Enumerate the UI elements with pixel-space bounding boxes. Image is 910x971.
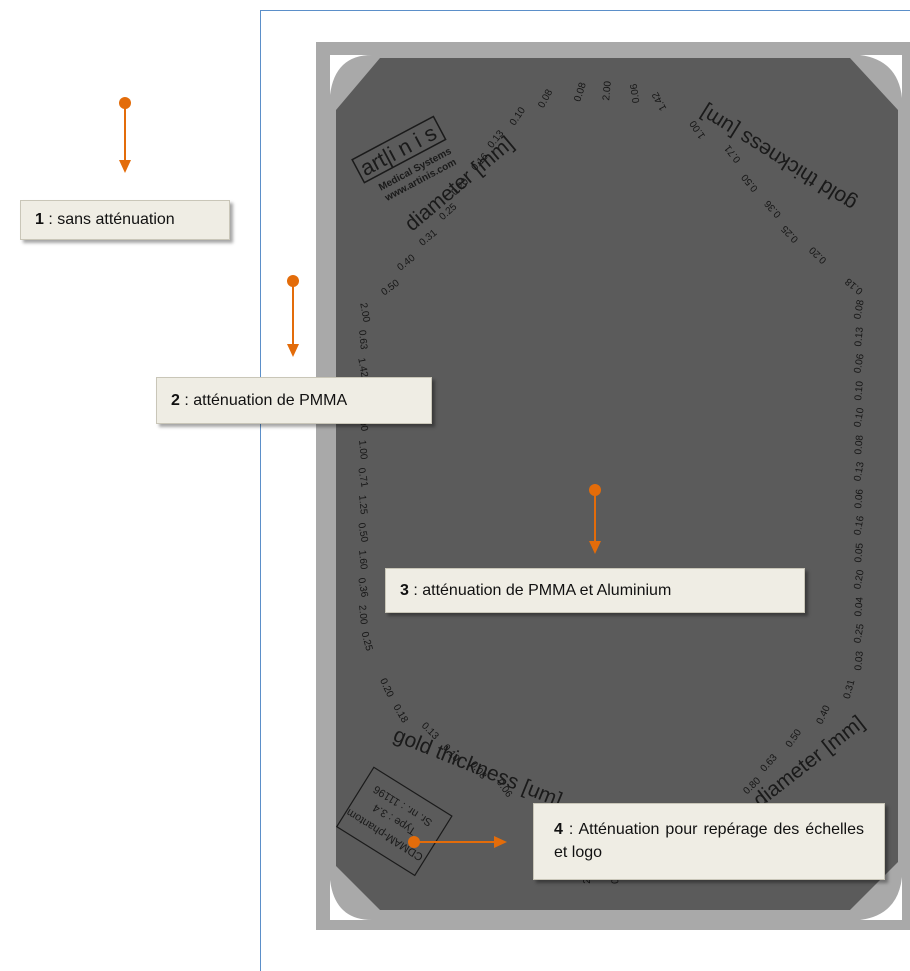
frame-line-top: [260, 10, 910, 11]
scale-label: 0.50: [355, 522, 369, 544]
callout-3: 3 : atténuation de PMMA et Aluminium: [385, 568, 805, 613]
scale-label: 0.08: [852, 299, 866, 321]
scale-label: 1.25: [356, 495, 369, 516]
corner-tr: [860, 55, 902, 98]
scale-label: 0.06: [629, 83, 643, 104]
scale-label: 0.03: [853, 650, 866, 671]
callout-2: 2 : atténuation de PMMA: [156, 377, 432, 424]
callout-1: 1 : sans atténuation: [20, 200, 230, 240]
corner-br: [860, 877, 902, 920]
scale-label: 2.00: [601, 80, 614, 101]
scale-label: 1.42: [355, 357, 369, 379]
scale-label: 0.16: [852, 515, 866, 537]
scale-label: 0.06: [852, 353, 866, 375]
callout-3-text: : atténuation de PMMA et Aluminium: [408, 581, 672, 599]
scale-label: 2.00: [357, 302, 371, 324]
callout-4: 4 : Atténuation pour repérage des échell…: [533, 803, 885, 880]
callout-2-number: 2: [171, 391, 180, 409]
callout-4-number: 4: [554, 821, 563, 839]
scale-label: 0.06: [853, 488, 866, 509]
arrow-1: [119, 97, 131, 173]
scale-label: 0.10: [853, 380, 866, 401]
arrow-4: [408, 836, 507, 848]
callout-2-text: : atténuation de PMMA: [179, 391, 348, 409]
scale-label: 0.10: [852, 407, 866, 429]
frame-line-left: [260, 10, 261, 971]
phantom-inner-plate: [336, 58, 898, 910]
scale-label: 0.25: [852, 623, 866, 645]
callout-3-number: 3: [400, 581, 409, 599]
corner-bl: [330, 880, 372, 920]
scale-label: 0.20: [852, 569, 866, 591]
callout-1-text: : sans atténuation: [43, 211, 175, 228]
scale-label: 0.08: [853, 434, 866, 455]
corner-tl: [330, 55, 372, 95]
scale-label: 0.13: [853, 326, 866, 347]
scale-label: 0.71: [355, 467, 369, 489]
callout-1-number: 1: [35, 211, 44, 228]
scale-label: 0.25: [359, 631, 375, 653]
scale-label: 0.04: [853, 596, 866, 617]
scale-label: 2.00: [356, 605, 369, 626]
scale-label: 0.13: [852, 461, 866, 483]
arrow-2: [287, 275, 299, 357]
scale-label: 1.00: [356, 440, 369, 461]
scale-label: 0.31: [842, 678, 858, 700]
arrow-3: [589, 484, 601, 554]
scale-label: 1.60: [356, 550, 369, 571]
scale-label: 0.36: [355, 577, 369, 599]
scale-label: 0.05: [853, 542, 866, 563]
callout-4-text: : Atténuation pour repérage des échelles…: [554, 821, 864, 861]
scale-label: 0.63: [356, 330, 369, 351]
